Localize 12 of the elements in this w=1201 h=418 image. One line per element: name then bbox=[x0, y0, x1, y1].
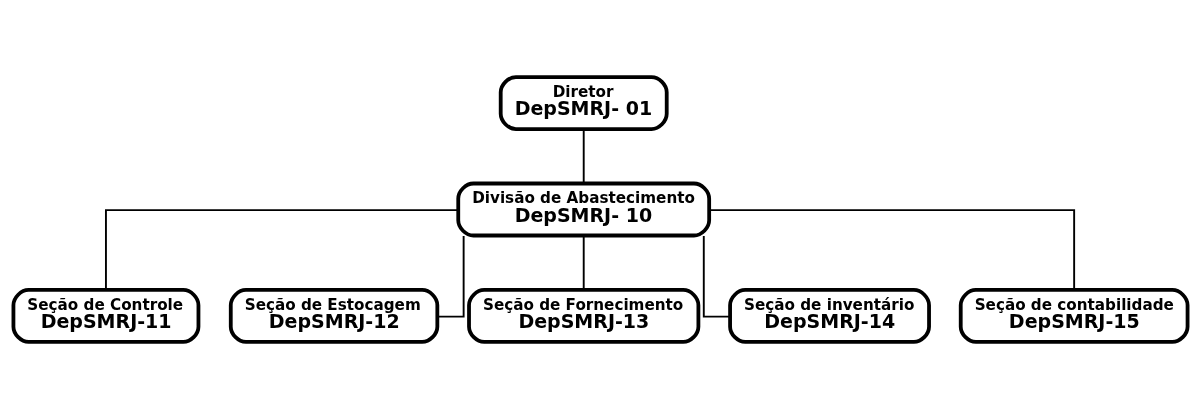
connector bbox=[105, 208, 460, 291]
node-box: Seção de Controle DepSMRJ-11 bbox=[11, 287, 201, 344]
connector bbox=[708, 208, 1076, 291]
connector bbox=[436, 234, 465, 318]
node-box: Seção de Estocagem DepSMRJ-12 bbox=[228, 287, 440, 344]
node-box: Seção de Fornecimento DepSMRJ-13 bbox=[467, 287, 701, 344]
node-box: Seção de inventário DepSMRJ-14 bbox=[728, 287, 931, 344]
node-box: Seção de contabilidade DepSMRJ-15 bbox=[958, 287, 1190, 344]
connector bbox=[582, 234, 585, 291]
node-box: Divisão de Abastecimento DepSMRJ- 10 bbox=[456, 181, 712, 237]
connector bbox=[702, 234, 731, 318]
node-box: Diretor DepSMRJ- 01 bbox=[498, 74, 669, 131]
